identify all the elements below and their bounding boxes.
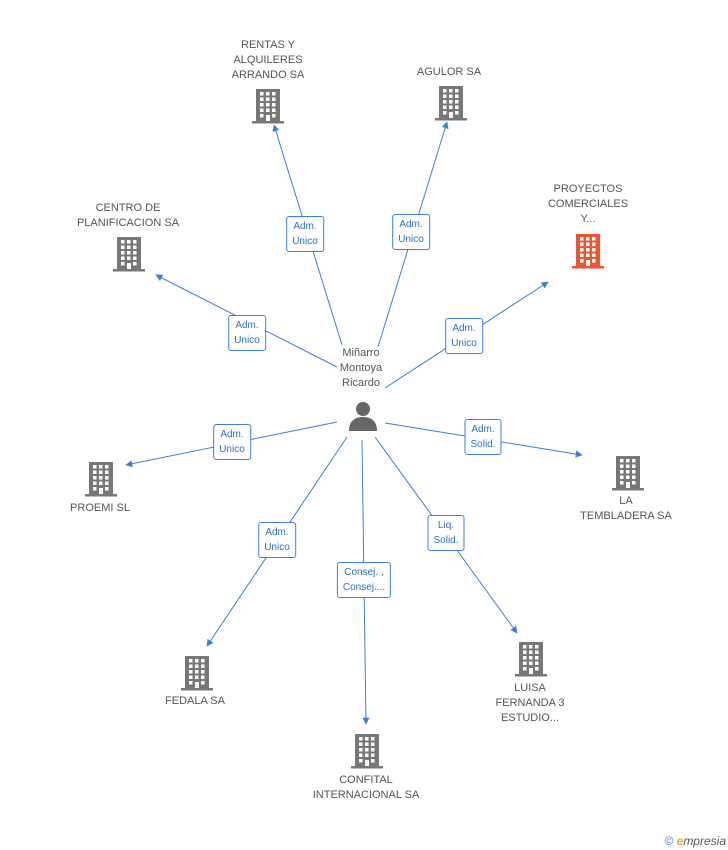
footer-brand: © empresia: [664, 834, 726, 848]
company-name-fedala[interactable]: FEDALA SA: [165, 695, 225, 707]
role-badge-agulor[interactable]: Adm. Unico: [392, 214, 430, 250]
company-name-agulor[interactable]: AGULOR SA: [416, 66, 482, 78]
role-badge-rentas[interactable]: Adm. Unico: [286, 216, 324, 252]
company-name-centro[interactable]: CENTRO DE PLANIFICACION SA: [76, 202, 180, 229]
company-name-tembladera[interactable]: LA TEMBLADERA SA: [580, 495, 672, 522]
person-icon[interactable]: [348, 400, 378, 437]
center-person-name: Miñarro Montoya Ricardo: [339, 347, 383, 389]
building-icon[interactable]: [252, 88, 284, 129]
building-icon[interactable]: [181, 655, 213, 696]
company-name-proemi[interactable]: PROEMI SL: [70, 502, 130, 514]
building-icon[interactable]: [351, 733, 383, 774]
brand-initial: e: [676, 834, 684, 848]
role-badge-tembladera[interactable]: Adm. Solid.: [464, 419, 502, 455]
building-icon[interactable]: [113, 236, 145, 277]
company-name-confital[interactable]: CONFITAL INTERNACIONAL SA: [312, 774, 420, 801]
building-icon[interactable]: [85, 461, 117, 502]
role-badge-luisa[interactable]: Liq. Solid.: [427, 515, 465, 551]
role-badge-proyectos[interactable]: Adm. Unico: [445, 318, 483, 354]
building-icon[interactable]: [612, 455, 644, 496]
brand-name: mpresia: [683, 834, 726, 848]
building-icon[interactable]: [435, 85, 467, 126]
company-name-proyectos[interactable]: PROYECTOS COMERCIALES Y...: [547, 183, 629, 225]
role-badge-centro[interactable]: Adm. Unico: [228, 315, 266, 351]
role-badge-proemi[interactable]: Adm. Unico: [213, 424, 251, 460]
copyright-icon: ©: [664, 834, 674, 848]
company-name-rentas[interactable]: RENTAS Y ALQUILERES ARRANDO SA: [231, 39, 305, 81]
role-badge-confital[interactable]: Consej. , Consej....: [336, 562, 392, 598]
role-badge-fedala[interactable]: Adm. Unico: [258, 522, 296, 558]
building-icon[interactable]: [515, 641, 547, 682]
company-name-luisa[interactable]: LUISA FERNANDA 3 ESTUDIO...: [495, 682, 565, 724]
building-icon[interactable]: [572, 233, 604, 274]
